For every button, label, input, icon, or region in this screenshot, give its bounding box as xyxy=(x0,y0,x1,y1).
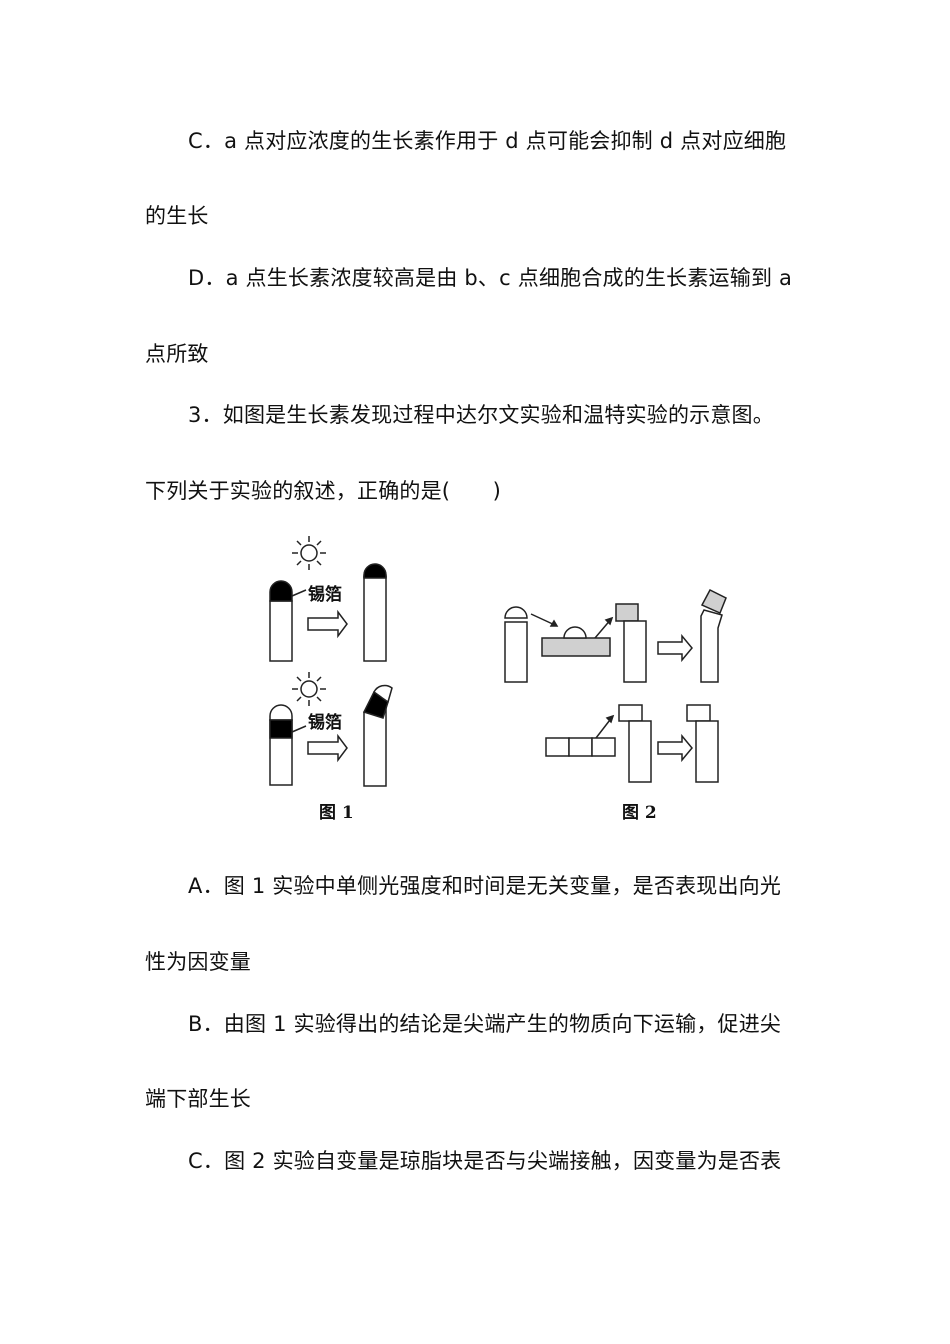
sun-icon xyxy=(292,672,326,706)
option-a-line-2: 性为因变量 xyxy=(145,950,251,974)
option-d-line-2: 点所致 xyxy=(145,342,209,366)
sun-icon xyxy=(292,536,326,570)
question-3-line-2: 下列关于实验的叙述，正确的是( ) xyxy=(145,479,501,503)
foil-label-bottom: 锡箔 xyxy=(308,713,342,733)
option-c-line-2: 的生长 xyxy=(145,204,209,228)
question-3-line-1: 3．如图是生长素发现过程中达尔文实验和温特实验的示意图。 xyxy=(188,403,774,427)
option-c-figure-line-1: C．图 2 实验自变量是琼脂块是否与尖端接触，因变量为是否表 xyxy=(188,1149,782,1173)
option-b-line-2: 端下部生长 xyxy=(145,1087,251,1111)
option-c-line-1: C．a 点对应浓度的生长素作用于 d 点可能会抑制 d 点对应细胞 xyxy=(188,129,787,153)
figure-1-caption: 图 1 xyxy=(319,803,354,823)
option-d-line-1: D．a 点生长素浓度较高是由 b、c 点细胞合成的生长素运输到 a xyxy=(188,266,793,290)
figure-2-caption: 图 2 xyxy=(622,803,657,823)
foil-label-top: 锡箔 xyxy=(308,585,342,605)
option-b-line-1: B．由图 1 实验得出的结论是尖端产生的物质向下运输，促进尖 xyxy=(188,1012,782,1036)
option-a-line-1: A．图 1 实验中单侧光强度和时间是无关变量，是否表现出向光 xyxy=(188,874,782,898)
experiment-diagram xyxy=(269,536,727,787)
experiment-figure: 锡箔 锡箔 图 1 图 2 xyxy=(250,530,770,830)
